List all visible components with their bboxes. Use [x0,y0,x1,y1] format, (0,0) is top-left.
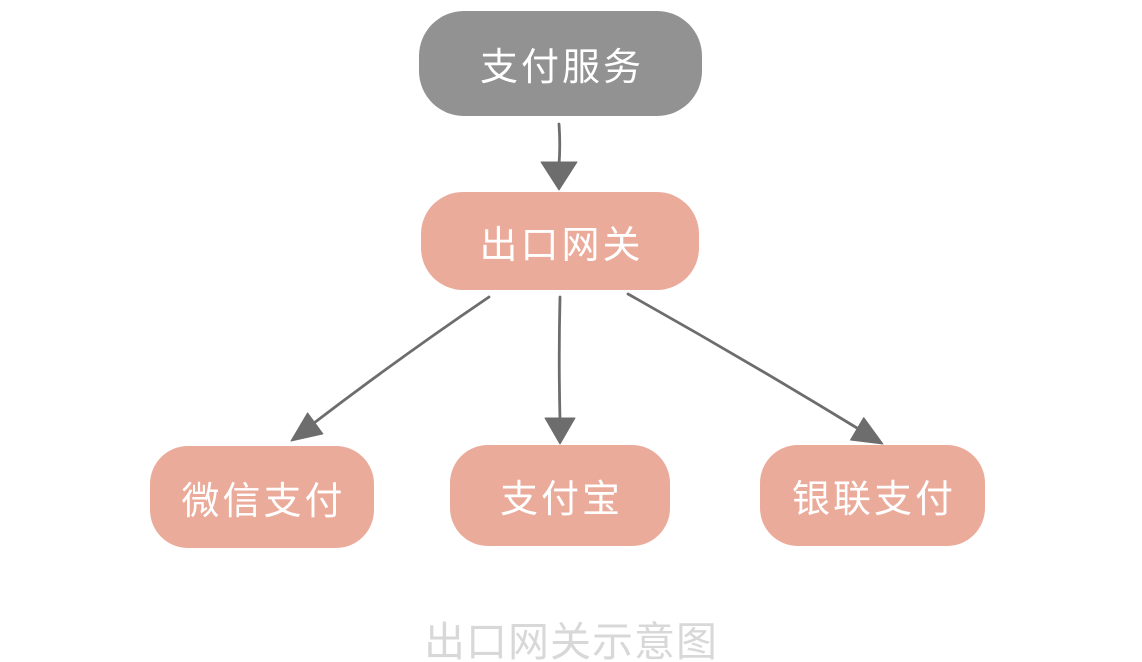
node-exit-gateway-label: 出口网关 [479,224,644,267]
node-payment-service: 支付服务 [419,11,702,116]
node-unionpay: 银联支付 [760,445,985,546]
arrow-service-to-gateway [540,122,578,191]
node-alipay-label: 支付宝 [499,479,623,521]
node-alipay: 支付宝 [450,445,670,546]
node-wechat-pay-label: 微信支付 [181,480,346,523]
arrow-gateway-to-unionpay [626,292,884,445]
arrow-gateway-to-alipay [544,295,576,445]
node-wechat-pay: 微信支付 [150,446,374,548]
node-payment-service-label: 支付服务 [479,47,644,89]
diagram-caption: 出口网关示意图 [424,619,718,662]
arrow-gateway-to-wechat [290,295,491,442]
node-unionpay-label: 银联支付 [791,479,956,521]
node-exit-gateway: 出口网关 [421,192,699,290]
